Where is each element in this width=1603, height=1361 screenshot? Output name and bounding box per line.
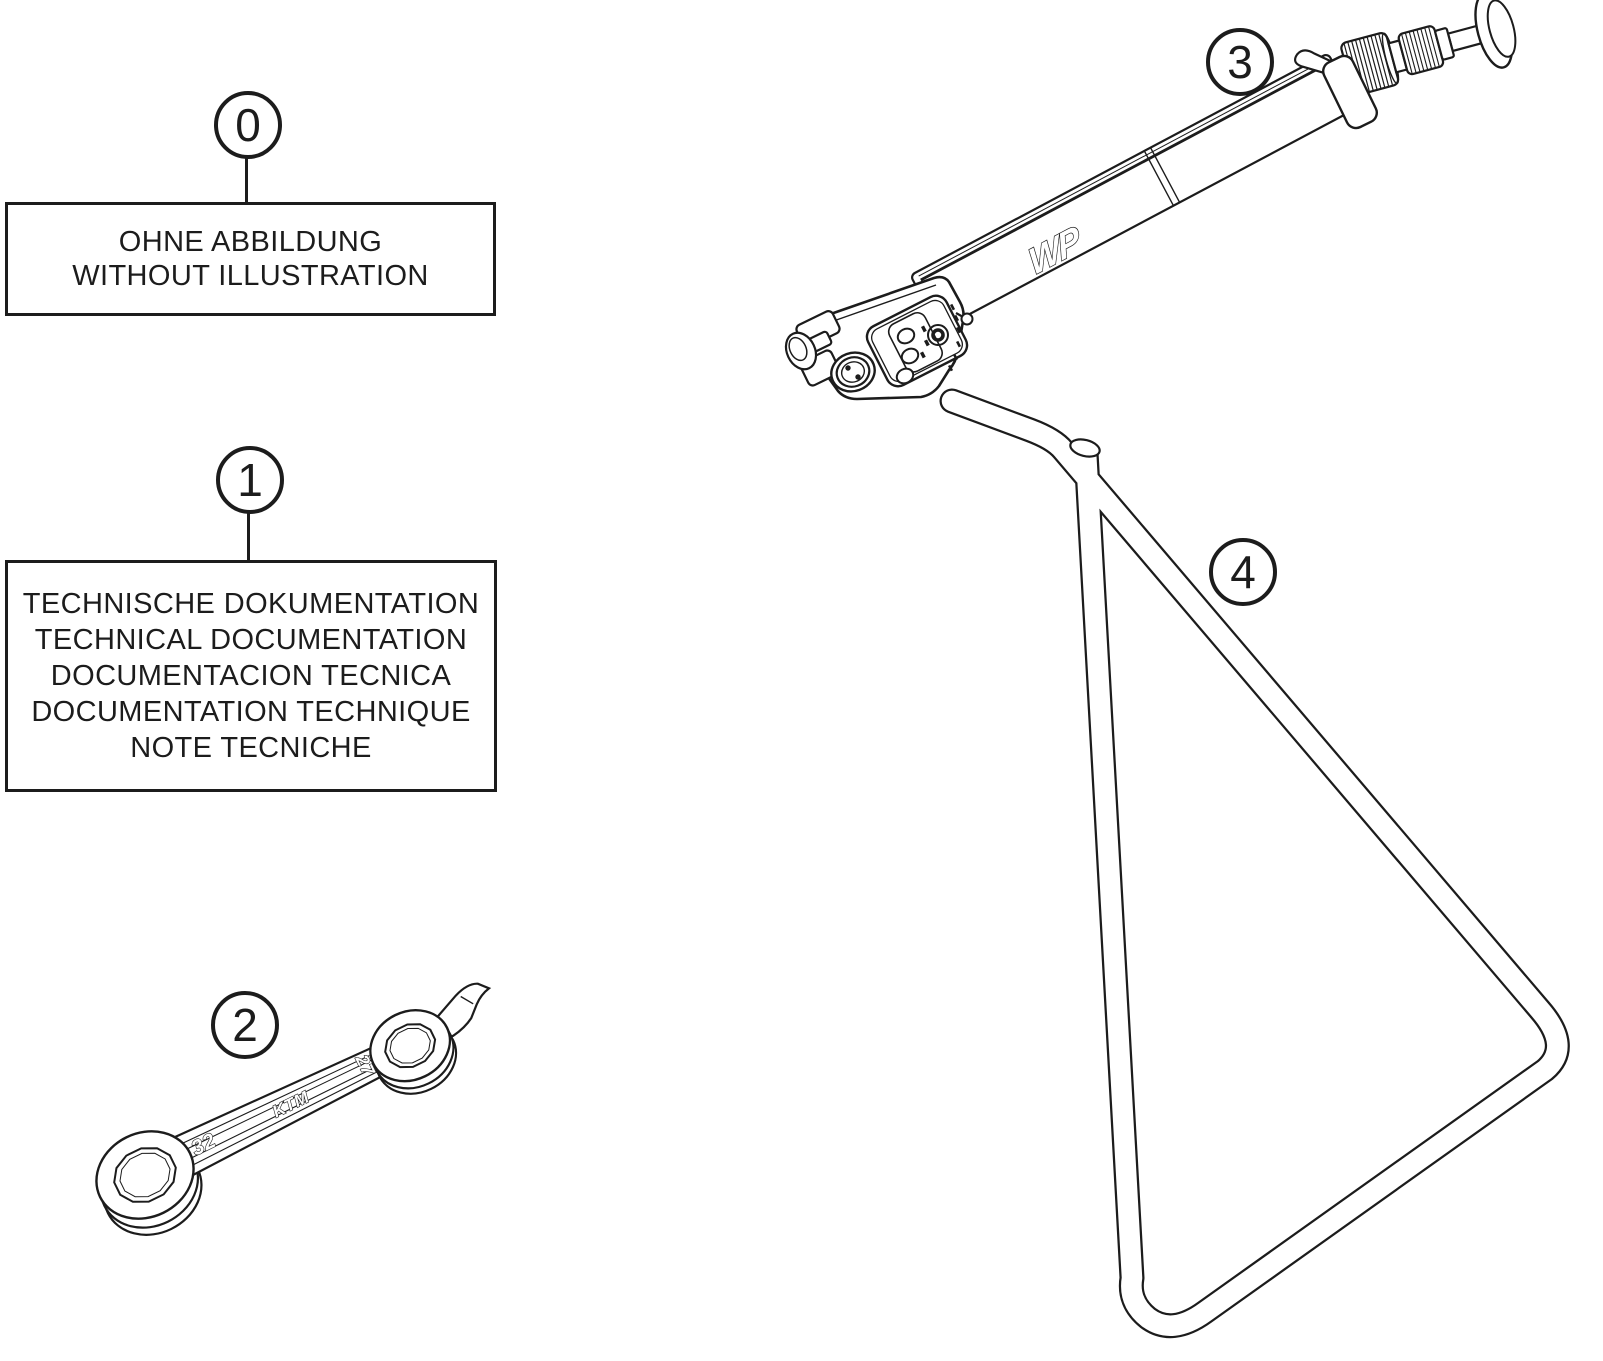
pump-gauge-head — [784, 275, 974, 401]
callout-circle-3: 3 — [1206, 28, 1274, 96]
air-pump-illustration: WP — [784, 0, 1517, 401]
triangle-stand-illustration — [939, 388, 1570, 1339]
callout-label-3: 3 — [1227, 36, 1253, 88]
pump-head-pin — [960, 312, 974, 326]
wrench-ring-left — [82, 1115, 209, 1234]
stand-tube-fill — [941, 390, 1568, 1336]
callout-circle-2: 2 — [211, 991, 279, 1059]
pump-tube: WP — [911, 53, 1357, 330]
wrench-ring-right — [358, 997, 468, 1095]
note-box-technical-documentation: TECHNISCHE DOKUMENTATION TECHNICAL DOCUM… — [5, 560, 497, 792]
note-line: TECHNICAL DOCUMENTATION — [34, 624, 468, 656]
pump-clamp — [1293, 49, 1378, 130]
wrench-open-jaw — [434, 982, 492, 1039]
callout-leader-1 — [247, 513, 250, 561]
callout-label-1: 1 — [237, 454, 263, 506]
note-line: DOCUMENTACION TECNICA — [50, 660, 452, 692]
pump-button-2 — [900, 347, 920, 365]
stand-leg-top-cap — [1069, 438, 1101, 458]
pump-button-3 — [895, 367, 915, 385]
callout-circle-4: 4 — [1209, 538, 1277, 606]
pump-button-1 — [896, 327, 916, 345]
pump-display-window — [927, 324, 949, 346]
callout-label-4: 4 — [1230, 546, 1256, 598]
pump-knurled-knob-small — [1397, 25, 1445, 76]
callout-leader-0 — [245, 158, 248, 203]
pump-connector-port — [830, 351, 876, 393]
note-line: OHNE ABBILDUNG — [118, 226, 383, 258]
note-line: DOCUMENTATION TECHNIQUE — [31, 696, 471, 728]
note-line: WITHOUT ILLUSTRATION — [72, 260, 429, 292]
pump-hose-elbow — [784, 310, 841, 387]
callout-circle-1: 1 — [216, 446, 284, 514]
callout-label-2: 2 — [232, 999, 258, 1051]
callout-label-0: 0 — [235, 99, 261, 151]
note-box-without-illustration: OHNE ABBILDUNG WITHOUT ILLUSTRATION — [5, 202, 496, 316]
callout-circle-0: 0 — [214, 91, 282, 159]
note-line: TECHNISCHE DOKUMENTATION — [22, 588, 480, 620]
note-line: NOTE TECNICHE — [130, 732, 372, 764]
wrench-illustration: 32 KTM 27 — [82, 982, 492, 1236]
